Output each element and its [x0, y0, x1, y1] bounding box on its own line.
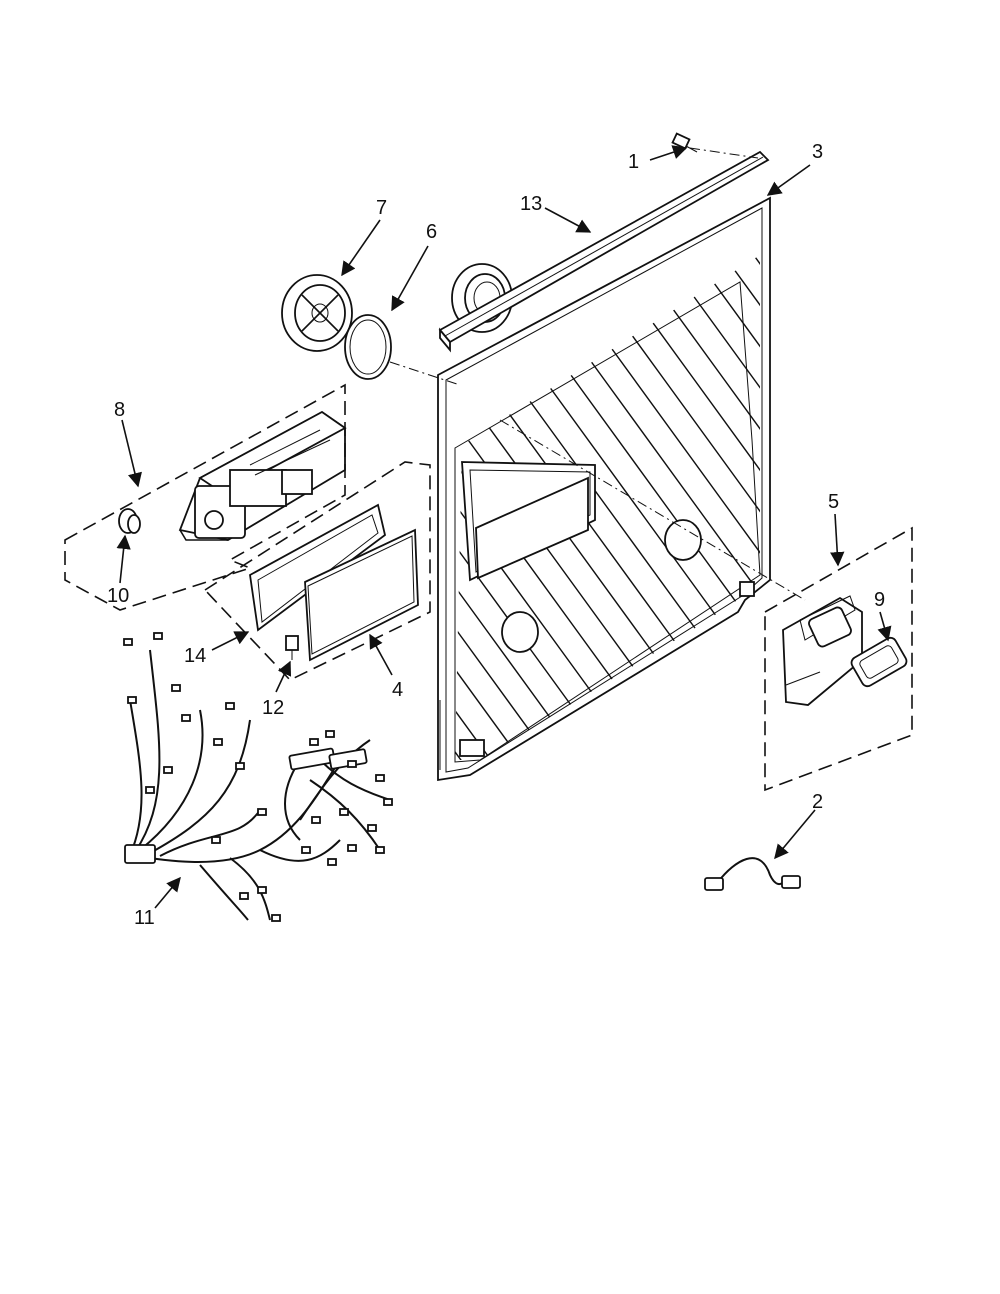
control-board-seal [249, 503, 387, 632]
harness-connector [309, 738, 319, 746]
hatch-line [689, 255, 760, 760]
harness-connector [347, 844, 357, 852]
dispenser-assembly [178, 410, 347, 541]
leader-13 [544, 207, 592, 233]
harness-connector [375, 846, 385, 854]
hatch-line [749, 255, 760, 760]
leader-2 [774, 809, 816, 860]
hatch-line [455, 255, 551, 760]
group-box-4 [203, 461, 431, 681]
harness-connector [225, 702, 235, 710]
leader-3 [766, 164, 811, 196]
knob [118, 508, 141, 534]
hatch-line [455, 255, 581, 760]
callout-4: 4 [392, 679, 403, 701]
harness-connector [153, 632, 163, 640]
hatch-line [870, 250, 1000, 800]
harness-connector [181, 714, 191, 722]
hatch-line [455, 255, 611, 760]
harness-connector [163, 766, 173, 774]
hatch-line [629, 255, 760, 760]
harness-connector [301, 846, 311, 854]
harness-connector [257, 886, 267, 894]
callout-13: 13 [520, 193, 542, 215]
callout-11: 11 [134, 907, 155, 929]
callout-7: 7 [376, 197, 387, 219]
screw-board [285, 635, 299, 660]
harness-connector [367, 824, 377, 832]
harness-connector [339, 808, 349, 816]
door-hole-lower [501, 611, 539, 653]
harness-connector [213, 738, 223, 746]
harness-connector [271, 914, 281, 922]
harness-connector [375, 774, 385, 782]
harness-connector [211, 836, 221, 844]
harness-connector [327, 858, 337, 866]
callout-2: 2 [812, 791, 823, 813]
hatch-line [990, 250, 1000, 800]
callout-14: 14 [184, 645, 206, 667]
hatch-line [659, 255, 760, 760]
vent-cap [281, 274, 353, 352]
leader-6 [391, 245, 429, 312]
door-corner-tab [459, 739, 485, 757]
gasket-ring [344, 314, 392, 380]
vent-duct [782, 595, 863, 706]
leader-11 [154, 876, 181, 909]
leader-8 [121, 419, 142, 488]
harness-connector [127, 696, 137, 704]
callout-3: 3 [812, 141, 823, 163]
leader-1 [649, 145, 688, 161]
hatch-line [569, 255, 760, 760]
callout-6: 6 [426, 221, 437, 243]
callout-9: 9 [874, 589, 885, 611]
door-side-tab [739, 581, 755, 597]
harness-connector [347, 760, 357, 768]
hatch-line [930, 250, 1000, 800]
harness-connector [257, 808, 267, 816]
hatch-line [810, 250, 1000, 800]
leader-7 [341, 219, 381, 277]
inner-door-panel [437, 196, 1000, 800]
leader-9 [877, 611, 892, 642]
callout-10: 10 [107, 585, 129, 607]
group-box-8 [64, 383, 346, 611]
hatch-line [840, 250, 1000, 800]
harness-connector [239, 892, 249, 900]
callout-5: 5 [828, 491, 839, 513]
hatch-line [780, 250, 1000, 800]
leader-4 [369, 633, 393, 676]
leader-10 [116, 534, 131, 584]
leader-12 [275, 660, 292, 693]
callout-12: 12 [262, 697, 284, 719]
duct-seal [850, 636, 908, 688]
harness-connector [145, 786, 155, 794]
harness-connector [383, 798, 393, 806]
harness-connector [311, 816, 321, 824]
harness-connector [235, 762, 245, 770]
group-box-5 [764, 526, 913, 792]
callout-8: 8 [114, 399, 125, 421]
harness-connector [325, 730, 335, 738]
harness-connector [123, 638, 133, 646]
wiring-harness [123, 632, 393, 922]
door-hole-upper [664, 519, 702, 561]
control-board [304, 528, 419, 662]
harness-connector [171, 684, 181, 692]
leader-14 [211, 631, 250, 651]
hatch-line [900, 250, 1000, 800]
leader-5 [830, 513, 845, 567]
hatch-line [599, 255, 760, 760]
cable-assembly [704, 857, 801, 891]
hatch-line [960, 250, 1000, 800]
top-trim-strip [438, 150, 770, 353]
callout-1: 1 [628, 151, 639, 173]
